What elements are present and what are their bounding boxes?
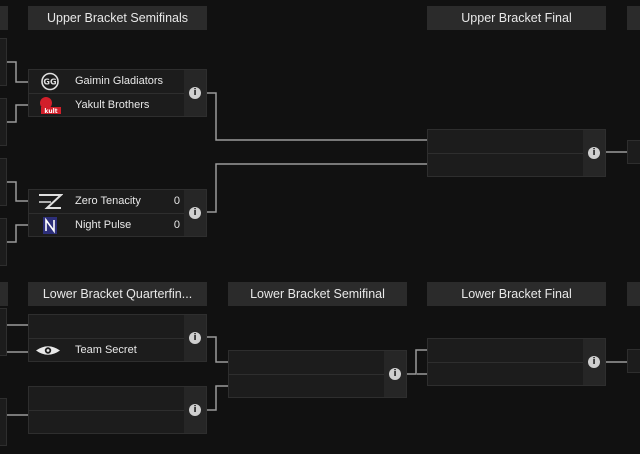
team-name: Team Secret <box>75 344 137 356</box>
match-team-row[interactable]: Team Secret <box>29 339 184 362</box>
match-info-panel[interactable]: i <box>384 351 406 397</box>
info-icon[interactable]: i <box>389 368 401 380</box>
header-prev-round-lower <box>0 282 8 306</box>
prev-match-stub[interactable] <box>0 38 7 86</box>
match-info-panel[interactable]: i <box>184 387 206 433</box>
match-info-panel[interactable]: i <box>583 130 605 176</box>
header-prev-round-upper <box>0 6 8 30</box>
match-team-row[interactable] <box>29 315 184 339</box>
yakult-brothers-logo: kult <box>40 97 61 115</box>
match-info-panel[interactable]: i <box>184 70 206 116</box>
match-team-row[interactable] <box>428 130 583 154</box>
connector-line <box>7 61 28 83</box>
team-name: Zero Tenacity <box>75 195 141 207</box>
match-lb-semifinal[interactable]: i <box>228 350 407 398</box>
match-ub-semifinal-1[interactable]: GG Gaimin Gladiators kult Yakult Brother… <box>28 69 207 117</box>
team-score: 0 <box>173 195 180 207</box>
info-icon[interactable]: i <box>189 332 201 344</box>
connector-line <box>7 181 28 202</box>
match-info-panel[interactable]: i <box>184 315 206 361</box>
night-pulse-logo <box>43 217 57 234</box>
header-lower-bracket-quarterfinal: Lower Bracket Quarterfin... <box>28 282 207 306</box>
match-team-row[interactable] <box>428 363 583 386</box>
connector-line <box>7 224 28 243</box>
prev-match-stub[interactable] <box>0 98 7 146</box>
match-team-row[interactable] <box>29 411 184 434</box>
match-lb-quarterfinal-2[interactable]: i <box>28 386 207 434</box>
header-next-round-upper <box>627 6 640 30</box>
match-team-row[interactable]: kult Yakult Brothers <box>29 94 184 117</box>
match-team-row[interactable] <box>29 387 184 411</box>
next-match-stub[interactable] <box>627 140 640 164</box>
team-score: 0 <box>173 219 180 231</box>
match-team-row[interactable] <box>428 154 583 177</box>
header-lower-bracket-semifinal: Lower Bracket Semifinal <box>228 282 407 306</box>
header-lower-bracket-final: Lower Bracket Final <box>427 282 606 306</box>
match-team-row[interactable] <box>428 339 583 363</box>
team-secret-logo <box>36 346 60 355</box>
connector-line <box>207 336 228 363</box>
next-match-stub[interactable] <box>627 349 640 373</box>
connector-line <box>7 104 28 123</box>
match-ub-semifinal-2[interactable]: Zero Tenacity 0 Night Pulse 0 i <box>28 189 207 237</box>
match-info-panel[interactable]: i <box>583 339 605 385</box>
match-team-row[interactable]: Night Pulse 0 <box>29 214 184 237</box>
match-info-panel[interactable]: i <box>184 190 206 236</box>
match-team-row[interactable] <box>229 375 384 398</box>
gaimin-gladiators-logo: GG <box>41 72 59 91</box>
header-upper-bracket-final: Upper Bracket Final <box>427 6 606 30</box>
team-name: Night Pulse <box>75 219 132 231</box>
team-name: Gaimin Gladiators <box>75 75 164 87</box>
match-ub-final[interactable]: i <box>427 129 606 177</box>
team-name: Yakult Brothers <box>75 99 150 111</box>
info-icon[interactable]: i <box>189 404 201 416</box>
header-upper-bracket-semifinals: Upper Bracket Semifinals <box>28 6 207 30</box>
prev-match-stub[interactable] <box>0 158 7 206</box>
match-team-row[interactable]: GG Gaimin Gladiators <box>29 70 184 94</box>
match-team-row[interactable]: Zero Tenacity 0 <box>29 190 184 214</box>
info-icon[interactable]: i <box>189 207 201 219</box>
connector-line <box>207 163 427 213</box>
prev-match-stub[interactable] <box>0 398 7 446</box>
connector-line <box>207 385 228 411</box>
prev-match-stub[interactable] <box>0 218 7 266</box>
zero-tenacity-logo <box>39 194 63 209</box>
info-icon[interactable]: i <box>189 87 201 99</box>
header-next-round-lower <box>627 282 640 306</box>
svg-text:kult: kult <box>44 108 57 115</box>
match-lb-final[interactable]: i <box>427 338 606 386</box>
connector-line <box>407 349 427 375</box>
match-team-row[interactable] <box>229 351 384 375</box>
svg-text:GG: GG <box>43 78 56 87</box>
match-lb-quarterfinal-1[interactable]: Team Secret i <box>28 314 207 362</box>
info-icon[interactable]: i <box>588 356 600 368</box>
prev-match-stub[interactable] <box>0 308 7 356</box>
info-icon[interactable]: i <box>588 147 600 159</box>
connector-line <box>207 92 427 141</box>
